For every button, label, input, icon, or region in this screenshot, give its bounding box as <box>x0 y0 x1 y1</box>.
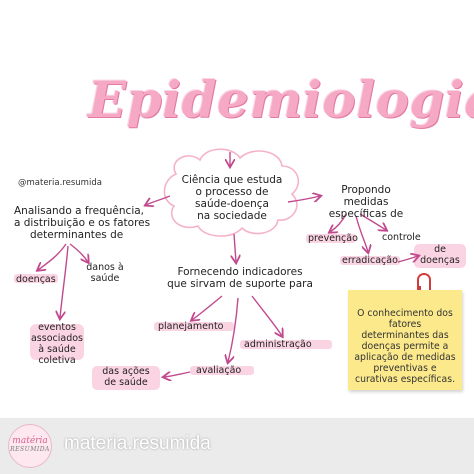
das-acoes-line: das ações <box>102 366 150 377</box>
left-branch-line: a distribuição e os fatores <box>14 217 151 229</box>
label-danos: danos à saúde <box>80 262 130 284</box>
central-line: Ciência que estuda <box>181 174 283 186</box>
eventos-line: associados <box>30 333 83 344</box>
danos-line: saúde <box>90 273 120 284</box>
arrow-right-to-controle <box>359 213 386 230</box>
left-branch: Analisando a frequência, a distribuição … <box>14 205 164 241</box>
bottom-branch-line: Fornecendo indicadores <box>177 266 303 278</box>
de-doencas-line: de <box>434 244 446 255</box>
label-erradicacao: erradicação <box>342 255 398 266</box>
arrow-avaliacao-to-acoes <box>164 372 191 377</box>
accent-avaliacao <box>190 366 254 375</box>
de-doencas-line: doenças <box>420 255 460 266</box>
arrow-right-to-prevencao <box>330 213 347 232</box>
arrow-central-to-right <box>287 196 320 203</box>
label-prevencao: prevenção <box>308 233 358 244</box>
eventos-line: eventos <box>38 322 76 333</box>
label-de-doencas: de doenças <box>414 244 466 266</box>
arrow-left-to-eventos <box>60 245 69 318</box>
eventos-line: à saúde <box>38 344 76 355</box>
label-administracao: administração <box>244 339 312 350</box>
eventos-line: coletiva <box>38 355 76 366</box>
central-line: o processo de <box>195 186 269 198</box>
arrow-left-to-danos <box>69 243 88 262</box>
accent-acoes <box>92 366 160 390</box>
footer-bar <box>0 418 474 474</box>
label-controle: controle <box>382 232 421 243</box>
avatar[interactable]: matéria RESUMIDA <box>8 424 52 468</box>
danos-line: danos à <box>86 262 124 273</box>
bottom-branch-line: que sirvam de suporte para <box>167 278 313 290</box>
accent-de-doencas <box>414 244 466 268</box>
arrow-central-to-left <box>146 195 171 205</box>
label-planejamento: planejamento <box>158 321 224 332</box>
label-das-acoes: das ações de saúde <box>92 366 160 388</box>
left-branch-line: Analisando a frequência, <box>14 205 145 217</box>
arrow-left-to-doencas <box>38 243 67 270</box>
central-concept: Ciência que estuda o processo de saúde-d… <box>172 174 292 222</box>
avatar-logo-text: matéria <box>12 436 48 446</box>
footer-username[interactable]: materia.resumida <box>64 433 211 454</box>
right-branch: Propondo medidas específicas de <box>318 184 414 220</box>
author-handle: @materia.resumida <box>18 178 102 188</box>
sticky-note: O conhecimento dos fatores determinantes… <box>348 290 462 390</box>
accent-administracao <box>240 340 332 349</box>
accent-erradicacao <box>340 256 400 265</box>
central-line: na sociedade <box>197 210 267 222</box>
label-doencas: doenças <box>16 274 56 285</box>
left-branch-line: determinantes de <box>30 229 124 241</box>
right-branch-line: específicas de <box>328 208 404 220</box>
arrow-bottom-to-planejamento <box>192 295 223 320</box>
arrow-bottom-to-administracao <box>251 295 282 336</box>
arrow-central-to-bottom <box>234 233 236 262</box>
bottom-branch: Fornecendo indicadores que sirvam de sup… <box>166 266 314 290</box>
label-eventos: eventos associados à saúde coletiva <box>30 322 84 366</box>
accent-doencas <box>14 274 58 283</box>
cloud-shape <box>163 148 300 237</box>
accent-eventos <box>30 324 84 360</box>
label-avaliacao: avaliação <box>196 365 242 376</box>
arrow-erradicacao-to-de-doencas <box>397 256 418 262</box>
accent-prevencao <box>306 234 356 243</box>
arrow-bottom-to-avaliacao <box>228 297 239 362</box>
arrow-right-to-erradicacao <box>355 215 368 252</box>
avatar-logo-subtext: RESUMIDA <box>10 446 50 453</box>
right-branch-line: Propondo medidas <box>341 184 391 208</box>
central-line: saúde-doença <box>195 198 269 210</box>
das-acoes-line: de saúde <box>104 377 148 388</box>
diagram-title: Epidemiologia <box>88 70 474 129</box>
accent-planejamento <box>154 322 234 331</box>
